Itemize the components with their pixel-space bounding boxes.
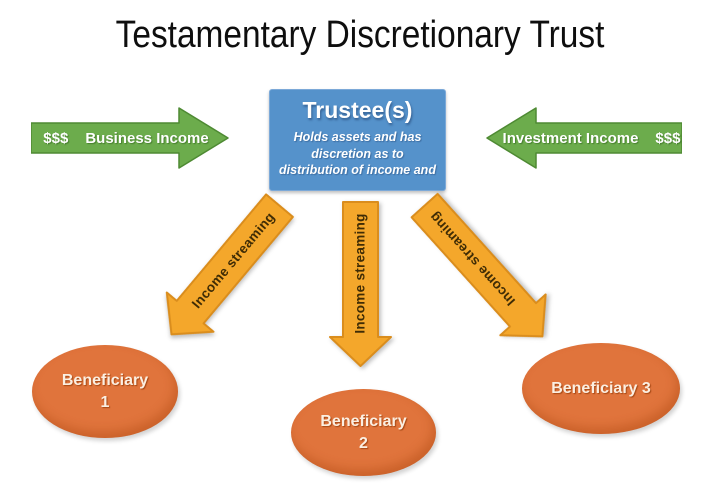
dollar-signs: $$$ [655, 129, 681, 147]
income-streaming-arrow-left: Income streaming [147, 185, 305, 356]
beneficiary-label: Beneficiary 3 [551, 379, 651, 397]
trustee-description-line: Holds assets and has [293, 130, 422, 144]
business-income-label: $$$ Business Income [43, 107, 208, 169]
business-income-text: Business Income [85, 129, 209, 147]
investment-income-text: Investment Income [502, 129, 639, 147]
trustee-description-line: distribution of income and [279, 163, 436, 177]
investment-income-arrow: Investment Income $$$ [486, 107, 682, 169]
business-income-arrow: $$$ Business Income [31, 107, 229, 169]
arrow-down-icon [329, 201, 392, 367]
page-title: Testamentary Discretionary Trust [115, 14, 605, 56]
trustee-title: Trustee(s) [302, 97, 413, 123]
beneficiary-number: 2 [359, 434, 368, 452]
income-streaming-arrow-right: Income streaming [401, 184, 567, 358]
arrow-down-icon [165, 193, 294, 336]
beneficiary-label: Beneficiary [320, 412, 407, 430]
arrow-down-icon [410, 192, 547, 338]
income-streaming-label: Income streaming [353, 212, 368, 334]
beneficiary-2-ellipse: Beneficiary 2 [291, 389, 436, 476]
income-streaming-arrow-middle: Income streaming [329, 201, 392, 367]
dollar-signs: $$$ [43, 129, 69, 147]
beneficiary-number: 1 [100, 393, 110, 411]
trustee-description-line: discretion as to [311, 146, 404, 161]
investment-income-label: Investment Income $$$ [503, 107, 681, 169]
arrow-left-icon [486, 107, 682, 169]
beneficiary-1-ellipse: Beneficiary 1 [32, 345, 178, 438]
beneficiary-3-ellipse: Beneficiary 3 [522, 343, 680, 434]
arrow-right-icon [31, 107, 229, 169]
trustee-description: Holds assets and has discretion as to di… [270, 129, 445, 179]
beneficiary-label: Beneficiary [61, 371, 149, 389]
trustee-box: Trustee(s) Holds assets and has discreti… [269, 89, 446, 191]
